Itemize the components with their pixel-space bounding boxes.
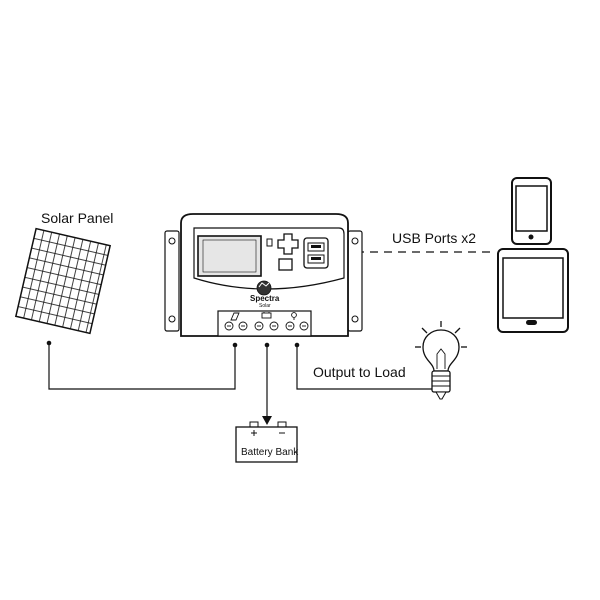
mount-ear-left: [164, 230, 180, 332]
light-bulb-icon: [415, 321, 467, 400]
tablet-icon: [497, 248, 569, 333]
status-led: [266, 238, 273, 247]
panel-wire: [48, 343, 236, 390]
lcd-screen: [197, 235, 262, 277]
usb-ports-label: USB Ports x2: [392, 230, 477, 246]
tablet-home-button: [526, 320, 537, 325]
battery-body: [235, 426, 298, 463]
dpad-button[interactable]: [277, 233, 299, 255]
phone-home-button: [528, 234, 534, 240]
controller-load-dot: [294, 342, 300, 348]
wires: [48, 251, 494, 423]
battery-arrow-icon: [262, 416, 272, 425]
controller-brand-sub-label: Solar: [259, 303, 271, 309]
battery-bank: [235, 421, 298, 463]
controller-brand-label: Spectra: [250, 294, 280, 303]
bulb-glass: [422, 329, 460, 372]
bulb-icon: [291, 312, 297, 320]
terminal-icons: [230, 312, 297, 321]
charge-controller: [164, 213, 363, 337]
panel-wire-dot: [46, 340, 52, 346]
controller-battery-dot: [264, 342, 270, 348]
bulb-filament: [436, 348, 446, 369]
phone-screen: [515, 185, 548, 232]
output-to-load-label: Output to Load: [313, 364, 406, 380]
battery-icon: [261, 312, 272, 319]
solar-panel-icon: [230, 312, 240, 321]
smartphone-icon: [511, 177, 552, 245]
battery-bank-label: Battery Bank: [241, 447, 299, 458]
load-wire: [296, 345, 432, 390]
bulb-base: [431, 370, 451, 393]
menu-button[interactable]: [278, 258, 293, 271]
solar-panel-icon: [14, 227, 112, 335]
terminal-screws: [224, 321, 309, 331]
battery-terminal-pos: [249, 421, 259, 428]
battery-terminal-neg: [277, 421, 287, 428]
solar-panel-label: Solar Panel: [41, 210, 114, 226]
controller-panel-dot: [232, 342, 238, 348]
tablet-screen: [502, 257, 564, 319]
